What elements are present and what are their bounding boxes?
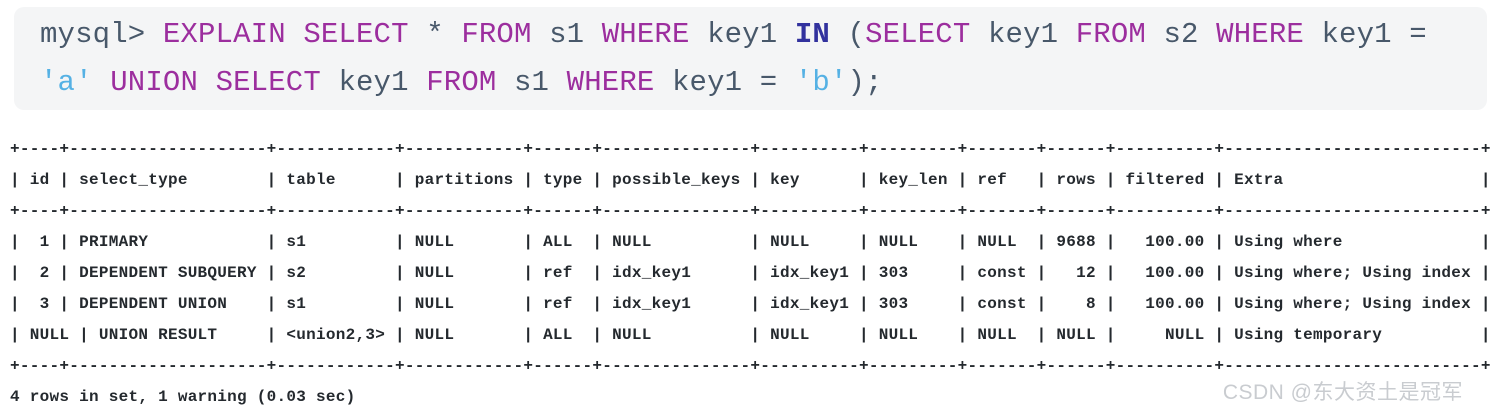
sql-token-plain: s1 <box>531 18 602 51</box>
sql-token-plain: s2 <box>1145 18 1217 51</box>
csdn-watermark: CSDN @东大资土是冠军 <box>1222 381 1463 404</box>
sql-token-kw: SELECT <box>865 18 971 51</box>
sql-token-plain <box>286 18 304 51</box>
sql-token-plain: key1 = <box>1303 18 1427 51</box>
explain-result-table: +----+--------------------+------------+… <box>10 140 1491 375</box>
sql-token-str: 'b' <box>794 66 848 99</box>
sql-query-line-2: 'a' UNION SELECT key1 FROM s1 WHERE key1… <box>40 59 1467 107</box>
status-line: 4 rows in set, 1 warning (0.03 sec) <box>10 388 356 406</box>
sql-token-kw: FROM <box>426 66 497 99</box>
sql-token-plain: s1 <box>496 66 567 99</box>
sql-token-plain: key1 <box>320 66 427 99</box>
sql-token-plain: key1 = <box>654 66 795 99</box>
sql-token-kw: SELECT <box>303 18 409 51</box>
sql-token-plain: mysql> <box>40 18 163 51</box>
sql-token-kw: FROM <box>1075 18 1146 51</box>
sql-token-plain <box>93 66 111 99</box>
sql-token-plain: key1 <box>970 18 1076 51</box>
sql-token-plain: ); <box>847 66 883 99</box>
sql-token-kw: WHERE <box>1216 18 1304 51</box>
sql-token-kw: WHERE <box>566 66 655 99</box>
sql-token-plain <box>198 66 216 99</box>
sql-token-str: 'a' <box>40 66 93 99</box>
sql-token-kw: EXPLAIN <box>162 18 286 51</box>
sql-code-block: mysql> EXPLAIN SELECT * FROM s1 WHERE ke… <box>14 7 1487 110</box>
sql-token-plain: ( <box>829 18 866 51</box>
sql-token-opkw: IN <box>794 18 830 51</box>
sql-token-kw: FROM <box>461 18 532 51</box>
sql-token-kw: SELECT <box>215 66 321 99</box>
sql-token-plain: key1 <box>689 18 795 51</box>
sql-query-line-1: mysql> EXPLAIN SELECT * FROM s1 WHERE ke… <box>40 11 1467 59</box>
sql-token-kw: WHERE <box>601 18 690 51</box>
sql-token-plain: * <box>408 18 462 51</box>
sql-token-kw: UNION <box>110 66 198 99</box>
